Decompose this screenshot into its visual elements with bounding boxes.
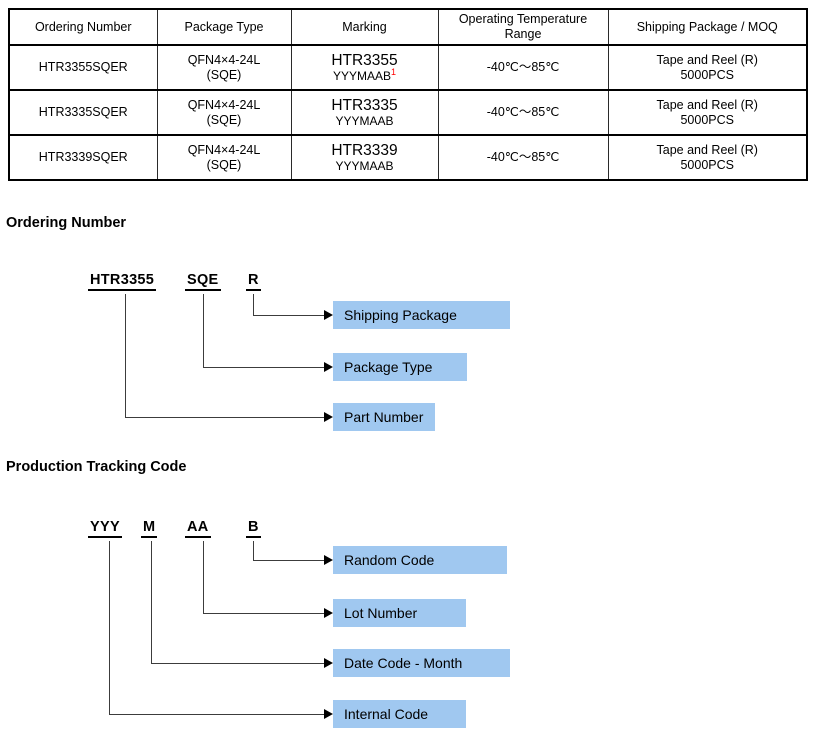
shipping-line: Tape and Reel (R) (656, 52, 758, 67)
connector-line (203, 294, 204, 368)
cell-shipping: Tape and Reel (R) 5000PCS (607, 45, 808, 90)
col-header-temp-range: Operating Temperature Range (437, 9, 609, 45)
label-date-code-month: Date Code - Month (333, 649, 510, 677)
connector-line (151, 541, 152, 664)
package-note-line: (SQE) (206, 67, 242, 82)
package-note-line: (SQE) (206, 112, 242, 127)
connector-line (203, 613, 325, 614)
table-header-row: Ordering Number Package Type Marking Ope… (8, 9, 808, 45)
code-part-random: B (246, 519, 261, 538)
label-internal-code: Internal Code (333, 700, 466, 728)
marking-part-number: HTR3335 (331, 96, 398, 114)
label-shipping-package: Shipping Package (333, 301, 510, 329)
arrow-right-icon (324, 555, 333, 565)
connector-line (203, 541, 204, 614)
cell-ordering-number: HTR3339SQER (8, 135, 158, 180)
code-part-shipping-package: R (246, 272, 261, 291)
cell-package-type: QFN4×4-24L (SQE) (156, 135, 292, 180)
connector-line (125, 417, 325, 418)
package-type-line: QFN4×4-24L (187, 142, 261, 157)
col-header-shipping: Shipping Package / MOQ (607, 9, 808, 45)
cell-temp-range: -40℃～85℃ (437, 135, 609, 180)
moq-line: 5000PCS (680, 112, 734, 127)
footnote-ref: 1 (391, 66, 397, 77)
connector-line (125, 294, 126, 418)
package-note-line: (SQE) (206, 157, 242, 172)
connector-line (109, 541, 110, 715)
col-header-package-type: Package Type (156, 9, 292, 45)
table-row: HTR3335SQER QFN4×4-24L (SQE) HTR3335 YYY… (8, 90, 808, 135)
marking-part-number: HTR3355 (331, 51, 398, 69)
cell-temp-range: -40℃～85℃ (437, 90, 609, 135)
table-row: HTR3339SQER QFN4×4-24L (SQE) HTR3339 YYY… (8, 135, 808, 180)
cell-shipping: Tape and Reel (R) 5000PCS (607, 90, 808, 135)
label-part-number: Part Number (333, 403, 435, 431)
ordering-number-heading: Ordering Number (6, 215, 127, 231)
marking-tracking-code: YYYMAAB (335, 158, 394, 173)
arrow-right-icon (324, 362, 333, 372)
code-part-lot: AA (185, 519, 211, 538)
cell-temp-range: -40℃～85℃ (437, 45, 609, 90)
col-header-ordering-number: Ordering Number (8, 9, 158, 45)
arrow-right-icon (324, 709, 333, 719)
cell-package-type: QFN4×4-24L (SQE) (156, 45, 292, 90)
cell-ordering-number: HTR3355SQER (8, 45, 158, 90)
table-row: HTR3355SQER QFN4×4-24L (SQE) HTR3355 YYY… (8, 45, 808, 90)
moq-line: 5000PCS (680, 157, 734, 172)
production-tracking-code-heading: Production Tracking Code (6, 459, 187, 475)
marking-tracking-code: YYYMAAB1 (332, 66, 397, 83)
arrow-right-icon (324, 310, 333, 320)
code-part-part-number: HTR3355 (88, 272, 157, 291)
connector-line (109, 714, 325, 715)
ordering-info-table: Ordering Number Package Type Marking Ope… (8, 8, 808, 181)
package-type-line: QFN4×4-24L (187, 52, 261, 67)
cell-marking: HTR3335 YYYMAAB (290, 90, 439, 135)
connector-line (253, 560, 325, 561)
cell-ordering-number: HTR3335SQER (8, 90, 158, 135)
marking-tracking-code: YYYMAAB (335, 113, 394, 128)
code-part-month: M (141, 519, 158, 538)
connector-line (253, 315, 325, 316)
cell-shipping: Tape and Reel (R) 5000PCS (607, 135, 808, 180)
arrow-right-icon (324, 412, 333, 422)
connector-line (203, 367, 325, 368)
label-lot-number: Lot Number (333, 599, 466, 627)
arrow-right-icon (324, 658, 333, 668)
connector-line (253, 541, 254, 561)
code-part-internal: YYY (88, 519, 122, 538)
marking-part-number: HTR3339 (331, 141, 398, 159)
arrow-right-icon (324, 608, 333, 618)
connector-line (253, 294, 254, 316)
label-random-code: Random Code (333, 546, 507, 574)
connector-line (151, 663, 325, 664)
package-type-line: QFN4×4-24L (187, 97, 261, 112)
cell-marking: HTR3339 YYYMAAB (290, 135, 439, 180)
moq-line: 5000PCS (680, 67, 734, 82)
code-part-package-type: SQE (185, 272, 221, 291)
label-package-type: Package Type (333, 353, 467, 381)
shipping-line: Tape and Reel (R) (656, 142, 758, 157)
shipping-line: Tape and Reel (R) (656, 97, 758, 112)
cell-package-type: QFN4×4-24L (SQE) (156, 90, 292, 135)
cell-marking: HTR3355 YYYMAAB1 (290, 45, 439, 90)
col-header-marking: Marking (290, 9, 439, 45)
